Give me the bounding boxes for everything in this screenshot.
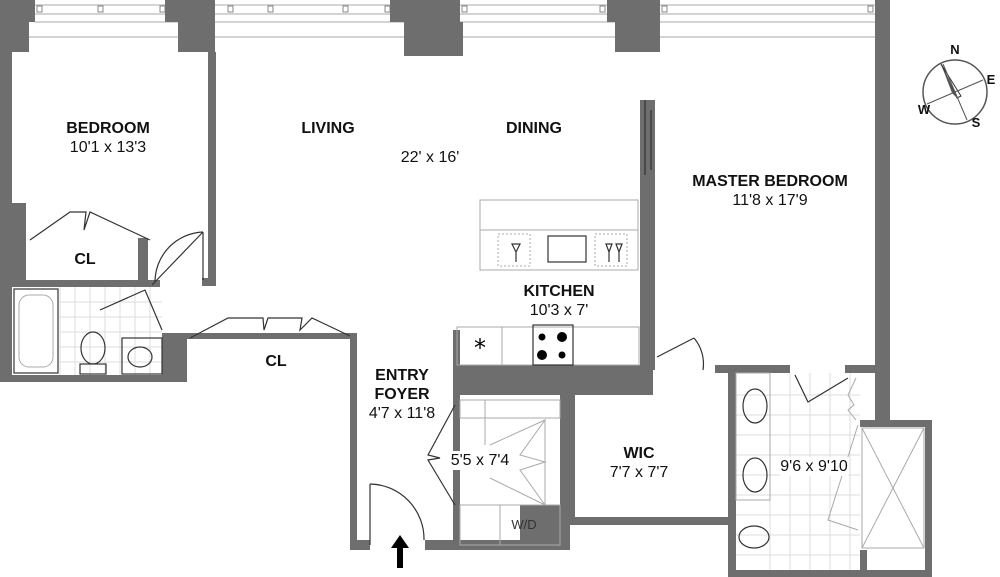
room-master-bedroom: MASTER BEDROOM 11'8 x 17'9: [692, 172, 848, 210]
laundry-closet: [427, 399, 561, 546]
bedroom-door[interactable]: [151, 231, 204, 286]
room-size: 7'7 x 7'7: [609, 464, 669, 481]
entry-door[interactable]: [369, 483, 425, 545]
sink-icon: [547, 235, 587, 263]
room-name: ENTRY FOYER: [374, 367, 430, 403]
toilet-icon: [738, 525, 770, 549]
kitchen-island: [479, 199, 639, 271]
compass-s: S: [971, 115, 981, 130]
room-size: 10'1 x 13'3: [69, 139, 147, 156]
compass-e: E: [986, 72, 996, 87]
room-name: CL: [265, 353, 287, 370]
room-wic: WIC 7'7 x 7'7: [610, 444, 669, 482]
room-size: 4'7 x 11'8: [368, 405, 436, 422]
room-size: 11'8 x 17'9: [732, 192, 808, 209]
room-name: DINING: [506, 120, 562, 137]
washer-dryer-label: W/D: [511, 517, 537, 532]
kitchen-counter: *: [456, 324, 640, 366]
entry-arrow-icon: [391, 535, 409, 568]
room-name: CL: [74, 251, 96, 268]
wic-door[interactable]: [656, 337, 705, 371]
bathtub-icon: [13, 288, 59, 374]
room-hall-closet: CL: [265, 352, 286, 371]
compass-w: W: [917, 102, 931, 117]
room-living: LIVING: [301, 119, 354, 138]
laundry-size: 5'5 x 7'4: [450, 451, 510, 470]
living-dining-size: 22' x 16': [400, 149, 460, 166]
bathroom: [13, 287, 163, 375]
room-name: WIC: [623, 445, 655, 462]
room-bedroom: BEDROOM 10'1 x 13'3: [66, 119, 150, 157]
fridge-icon: *: [474, 334, 486, 362]
room-dining: DINING: [506, 119, 562, 138]
room-size: 10'3 x 7': [529, 302, 589, 319]
room-name: LIVING: [301, 120, 355, 137]
master-bath-size: 9'6 x 9'10: [780, 457, 848, 476]
compass-icon: [922, 59, 988, 125]
hall-closet-doors[interactable]: [189, 317, 351, 339]
room-entry-foyer: ENTRY FOYER 4'7 x 11'8: [362, 366, 442, 423]
room-kitchen: KITCHEN 10'3 x 7': [523, 282, 594, 320]
compass-n: N: [950, 42, 960, 57]
room-bedroom-closet: CL: [74, 250, 95, 269]
bedroom-closet-doors[interactable]: [29, 211, 151, 241]
toilet-icon: [80, 331, 106, 365]
room-name: KITCHEN: [523, 283, 595, 300]
room-name: BEDROOM: [66, 120, 150, 137]
walls: [0, 0, 932, 577]
room-name: MASTER BEDROOM: [692, 173, 848, 190]
sink-icon: [127, 346, 153, 368]
stove-icon: [532, 324, 574, 366]
